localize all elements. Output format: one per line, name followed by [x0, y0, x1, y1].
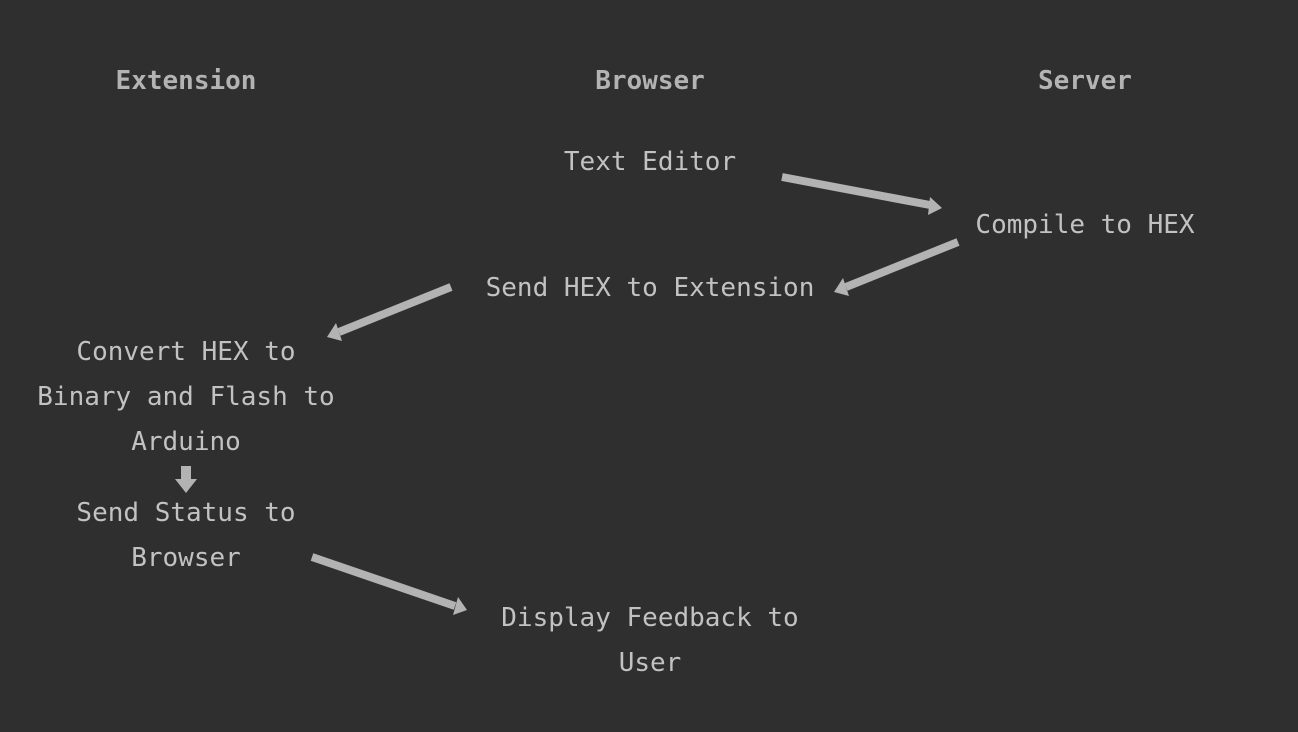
- column-header-server: Server: [1038, 66, 1132, 96]
- node-send-hex-to-extension: Send HEX to Extension: [485, 273, 815, 303]
- arrow-text-editor-to-compile: [781, 173, 942, 215]
- column-header-extension: Extension: [115, 66, 257, 96]
- down-arrow-icon: [175, 466, 197, 493]
- node-display-feedback: Display Feedback to User: [501, 603, 799, 678]
- node-text-editor: Text Editor: [563, 147, 737, 177]
- arrow-compile-to-send-hex: [834, 238, 960, 296]
- column-header-browser: Browser: [595, 66, 705, 96]
- node-compile-to-hex: Compile to HEX: [975, 210, 1195, 240]
- node-convert-hex-flash: Convert HEX to Binary and Flash to Ardui…: [37, 337, 335, 457]
- node-send-status: Send Status to Browser: [76, 498, 296, 573]
